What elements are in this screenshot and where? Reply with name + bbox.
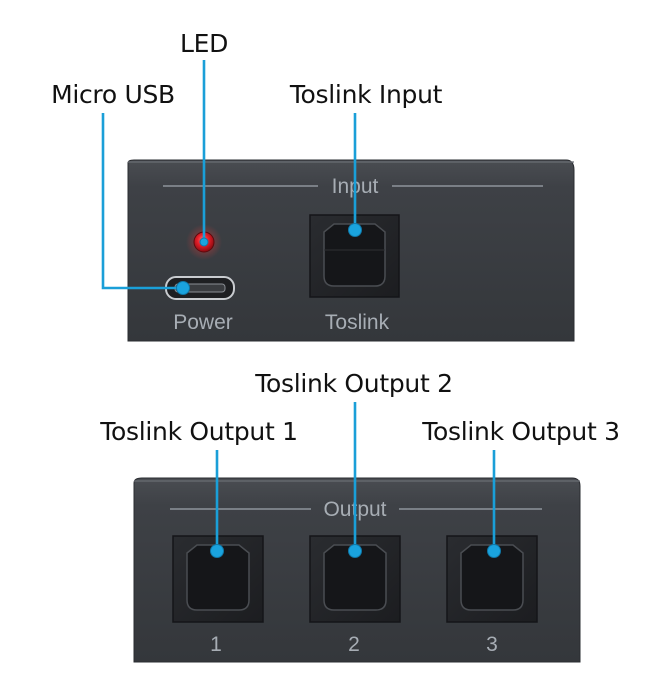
- toslink-input-callout-label: Toslink Input: [289, 80, 443, 109]
- micro-usb-callout-label: Micro USB: [51, 80, 175, 109]
- toslink-output-3-socket: [460, 544, 524, 611]
- toslink-input-socket: [323, 223, 386, 287]
- toslink-output-2-callout-label: Toslink Output 2: [254, 369, 452, 398]
- led-leader-dot: [199, 237, 209, 247]
- callout-labels: LED Micro USB Toslink Input Toslink Outp…: [51, 29, 620, 446]
- toslink-output-port-3: [446, 535, 538, 623]
- micro-usb-leader-line: [101, 113, 183, 290]
- toslink-output-1-leader-dot: [210, 544, 224, 558]
- toslink-label: Toslink: [325, 311, 390, 334]
- toslink-output-1-socket: [186, 544, 250, 611]
- toslink-output-port-2: [309, 535, 401, 623]
- input-panel: Input Power Toslink: [127, 159, 575, 342]
- toslink-output-3-callout-label: Toslink Output 3: [421, 417, 619, 446]
- micro-usb-leader-dot: [176, 281, 190, 295]
- output-panel: Output 1 2 3: [133, 477, 581, 663]
- led-callout-label: LED: [180, 29, 228, 58]
- toslink-output-2-leader-dot: [348, 544, 362, 558]
- callout-leaders: [101, 60, 501, 558]
- port-number-2: 2: [348, 633, 360, 656]
- toslink-output-3-leader-dot: [487, 544, 501, 558]
- toslink-output-1-callout-label: Toslink Output 1: [99, 417, 297, 446]
- port-number-1: 1: [210, 633, 222, 656]
- toslink-output-2-socket: [323, 544, 387, 611]
- power-label: Power: [173, 311, 233, 334]
- port-number-3: 3: [486, 633, 498, 656]
- toslink-input-leader-dot: [348, 223, 362, 237]
